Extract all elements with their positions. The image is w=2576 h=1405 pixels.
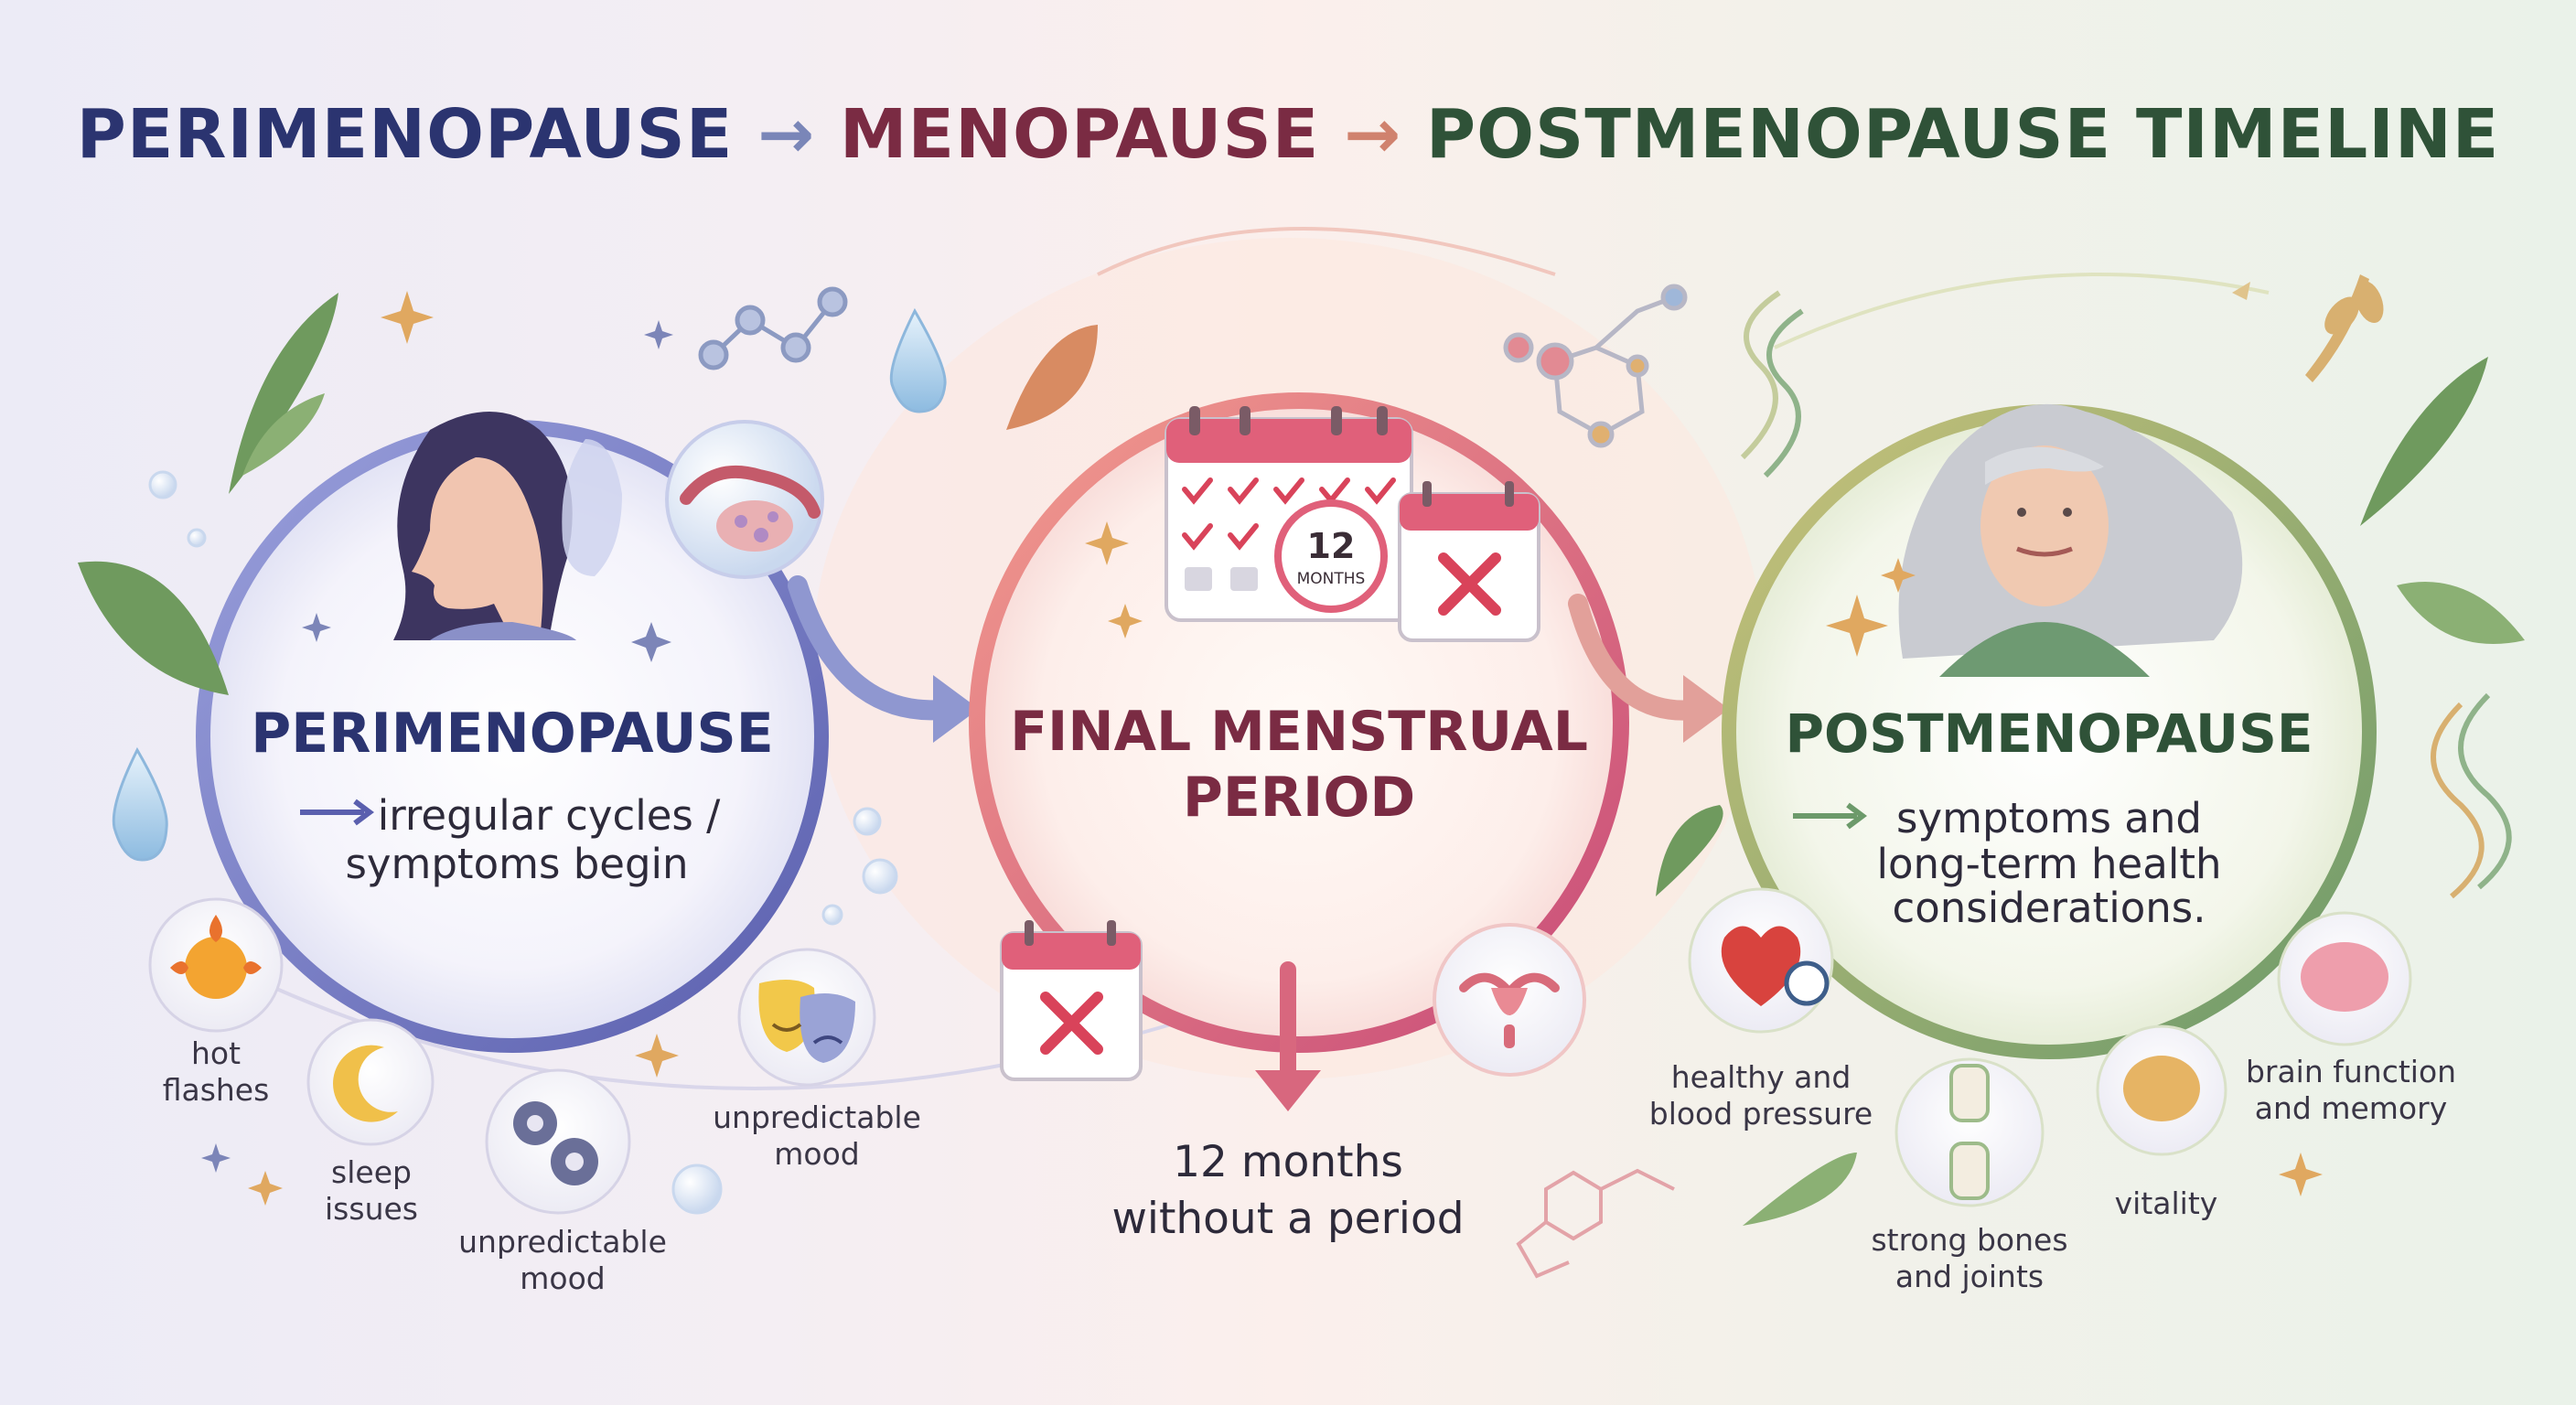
- decor-arc: [1774, 273, 2270, 349]
- connector-arrow-meno: [1568, 594, 1712, 721]
- brain-icon: [2123, 1056, 2200, 1121]
- symptom-sleep: [306, 1018, 435, 1146]
- menopause-title-line1: FINAL MENSTRUAL: [1010, 700, 1588, 764]
- postmenopause-desc-line2: long-term health: [1877, 840, 2222, 888]
- uterus-icon: [1459, 972, 1560, 1048]
- title-part-menopause: MENOPAUSE: [839, 95, 1320, 174]
- arrow-right-icon: [1846, 802, 1867, 830]
- health-bones: [1894, 1057, 2045, 1207]
- title-arrow-icon: →: [757, 95, 816, 174]
- postmenopause-desc-line3: considerations.: [1892, 884, 2206, 932]
- postmenopause-desc-line1: symptoms and: [1896, 794, 2202, 842]
- molecule-decoration-meno: [1503, 284, 1688, 448]
- bubble-decoration: [148, 470, 898, 1215]
- title-part-perimenopause: PERIMENOPAUSE: [76, 95, 734, 174]
- leaf-decoration: [78, 293, 2525, 1226]
- postmenopause-title: POSTMENOPAUSE: [1785, 702, 2313, 765]
- symptom-mood-masks: [737, 948, 876, 1087]
- menopause-below-line1: 12 months: [1173, 1137, 1403, 1187]
- down-arrowhead-icon: [1255, 1070, 1321, 1111]
- molecule-decoration: [698, 286, 848, 370]
- title-arrow-icon: →: [1344, 95, 1402, 174]
- sun-icon: [170, 915, 262, 999]
- wheat-decoration: [2305, 274, 2384, 382]
- title-part-postmenopause: POSTMENOPAUSE TIMELINE: [1425, 95, 2500, 174]
- health-heart: [1688, 887, 1834, 1034]
- connector-arrow-peri: [788, 575, 961, 721]
- arc-arrowhead-icon: [2232, 282, 2250, 300]
- menopause-title-line2: PERIOD: [1183, 766, 1415, 830]
- woman-profile-icon: [393, 412, 622, 640]
- droplet-decoration: [112, 307, 947, 862]
- calendar-12-months-icon: 12 MONTHS: [1165, 406, 1413, 622]
- ovary-icon: [680, 465, 821, 552]
- menopause-stage: 12 MONTHS FINAL MENSTRUAL PERIOD: [969, 392, 1629, 1244]
- health-brain: [2277, 911, 2412, 1046]
- connector-arrowhead-icon: [933, 675, 979, 743]
- calendar-x-small-icon: [1000, 920, 1143, 1081]
- health-label-vitality: vitality: [2114, 1185, 2218, 1221]
- older-woman-icon: [1898, 403, 2243, 677]
- dna-decoration: [1740, 290, 2512, 899]
- gears-icon: [513, 1101, 598, 1185]
- moon-decoration: [510, 256, 563, 317]
- symptom-hot-flashes: [148, 897, 284, 1033]
- postmenopause-stage: POSTMENOPAUSE symptoms and long-term hea…: [1722, 403, 2377, 1059]
- calendar-unit: MONTHS: [1297, 570, 1366, 588]
- sparkle-decoration: [248, 291, 2323, 1206]
- chemical-structure-decoration: [1516, 1168, 1675, 1279]
- joint-icon: [1949, 1064, 1990, 1200]
- calendar-x-icon: [1398, 481, 1540, 642]
- brain-icon: [2301, 942, 2388, 1012]
- health-vitality: [2096, 1024, 2227, 1156]
- autumn-leaf-decoration: [1006, 325, 1098, 430]
- theater-masks-icon: [758, 980, 855, 1063]
- perimenopause-desc-line2: symptoms begin: [345, 840, 688, 888]
- connector-arrowhead-icon: [1683, 675, 1729, 743]
- page-title: PERIMENOPAUSE → MENOPAUSE → POSTMENOPAUS…: [0, 95, 2576, 174]
- star-decoration: [201, 320, 673, 1173]
- perimenopause-desc-line1: irregular cycles /: [378, 791, 721, 840]
- decor-arc: [1097, 227, 1556, 276]
- calendar-number: 12: [1307, 526, 1356, 566]
- perimenopause-stage: PERIMENOPAUSE irregular cycles / symptom…: [196, 412, 829, 1053]
- heart-icon: [1721, 926, 1801, 1006]
- perimenopause-title: PERIMENOPAUSE: [251, 702, 773, 766]
- moon-icon: [333, 1045, 398, 1122]
- menopause-below-line2: without a period: [1111, 1194, 1464, 1244]
- arrow-right-icon: [353, 799, 374, 826]
- gauge-icon: [1784, 960, 1830, 1006]
- symptom-mood-gears: [485, 1068, 631, 1215]
